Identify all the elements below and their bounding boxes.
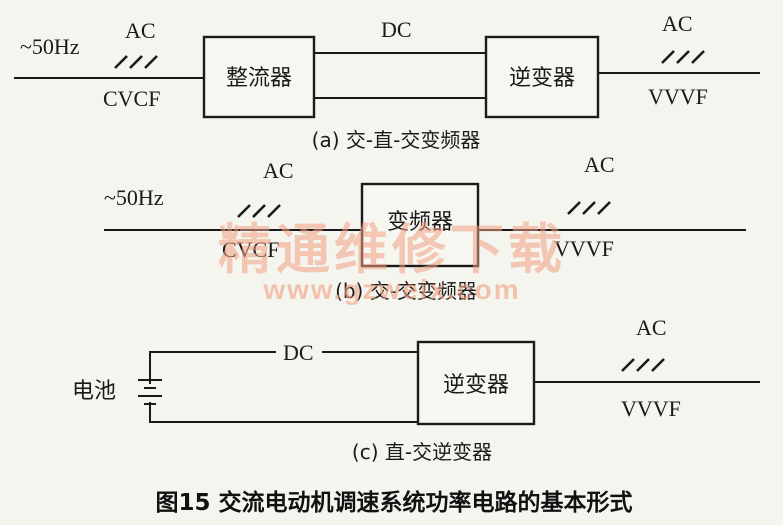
watermark: 精通维修下载 www.gzweix.com xyxy=(218,218,566,305)
output-type-b: AC xyxy=(584,152,615,177)
dc-label-a: DC xyxy=(381,17,412,42)
rectifier-label: 整流器 xyxy=(226,66,292,91)
output-spec-a: VVVF xyxy=(648,84,708,109)
battery-label: 电池 xyxy=(72,379,116,404)
inverter-block-a xyxy=(484,35,600,119)
diagram-a: ~50Hz AC CVCF 整流器 DC 逆变器 AC VVVF (a) 交-直… xyxy=(14,11,760,152)
three-phase-mark-a-out xyxy=(661,50,705,64)
output-spec-c: VVVF xyxy=(621,396,681,421)
three-phase-mark-a-in xyxy=(114,55,158,69)
cycloconverter-block xyxy=(360,182,480,268)
rectifier-block xyxy=(202,35,316,119)
output-spec-b: VVVF xyxy=(554,236,614,261)
watermark-text: 精通维修下载 xyxy=(218,218,566,281)
input-spec-a: CVCF xyxy=(103,86,160,111)
cycloconverter-label: 变频器 xyxy=(387,210,453,235)
output-type-a: AC xyxy=(662,11,693,36)
battery-lead-top xyxy=(149,351,276,384)
three-phase-mark-c-out xyxy=(621,358,665,372)
inverter-label-a: 逆变器 xyxy=(509,66,575,91)
watermark-url: www.gzweix.com xyxy=(262,274,520,305)
diagram-c: 电池 DC 逆变器 AC VVVF (c) 直-交逆变器 xyxy=(72,315,760,464)
battery-symbol xyxy=(138,379,162,405)
source-label-a: ~50Hz xyxy=(20,34,80,59)
inverter-label-c: 逆变器 xyxy=(443,373,509,398)
dc-label-c: DC xyxy=(283,340,314,365)
output-type-c: AC xyxy=(636,315,667,340)
battery-lead-bottom xyxy=(149,402,418,423)
three-phase-mark-b-out xyxy=(567,201,611,215)
caption-a: (a) 交-直-交变频器 xyxy=(312,128,481,152)
input-type-a: AC xyxy=(125,18,156,43)
caption-c: (c) 直-交逆变器 xyxy=(352,440,492,464)
input-type-b: AC xyxy=(263,158,294,183)
figure-caption: 图15 交流电动机调速系统功率电路的基本形式 xyxy=(155,489,632,516)
caption-b: (b) 交-交变频器 xyxy=(335,279,477,303)
input-spec-b: CVCF xyxy=(222,237,279,262)
diagram-b: ~50Hz AC CVCF 变频器 AC VVVF (b) 交-交变频器 xyxy=(104,152,746,303)
three-phase-mark-b-in xyxy=(237,204,281,218)
source-label-b: ~50Hz xyxy=(104,185,164,210)
